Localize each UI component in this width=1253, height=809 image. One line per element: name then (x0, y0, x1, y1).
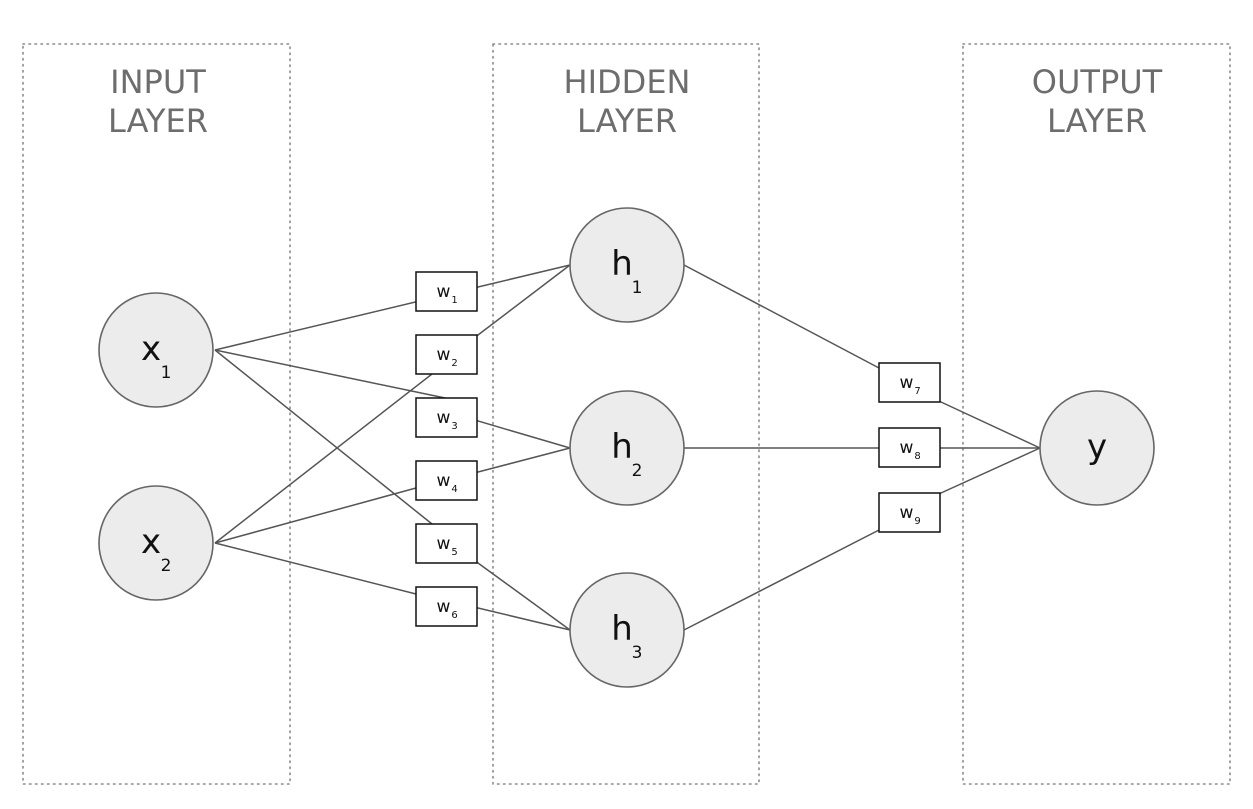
node-circle-h2 (569, 390, 685, 506)
node-circle-x2 (98, 485, 214, 601)
node-x2: x2 (98, 485, 214, 601)
weight-subscript-w9: 9 (914, 516, 920, 527)
node-label-x1: x (141, 329, 161, 369)
edge-x2-h3 (214, 542, 571, 631)
weight-subscript-w7: 7 (914, 386, 920, 397)
node-h1: h1 (569, 207, 685, 323)
node-circle-x1 (98, 292, 214, 408)
weight-subscript-w8: 8 (914, 451, 920, 462)
weight-box-w9 (878, 492, 941, 533)
weight-subscript-w1: 1 (451, 295, 457, 306)
node-label-x2: x (141, 522, 161, 562)
output-layer-title-line1: OUTPUT (1032, 63, 1163, 101)
weight-box-w8 (878, 427, 941, 468)
node-label-y: y (1087, 427, 1107, 467)
input-layer-box (22, 43, 291, 785)
weight-symbol-w5: w (437, 534, 451, 554)
output-layer-box (962, 43, 1231, 785)
edge-x1-h2 (214, 349, 571, 449)
node-label-h3: h (611, 609, 633, 649)
weight-symbol-w4: w (437, 471, 451, 491)
hidden-layer-title-line2: LAYER (577, 102, 677, 140)
node-h3: h3 (569, 572, 685, 688)
weight-subscript-w5: 5 (451, 547, 457, 558)
edge-x1-h1 (214, 264, 571, 351)
node-subscript-x2: 2 (161, 556, 172, 576)
node-label-h1: h (611, 244, 633, 284)
node-subscript-h3: 3 (632, 643, 643, 663)
edge-h3-y (683, 447, 1041, 631)
weight-symbol-w2: w (437, 345, 451, 365)
edge-h1-y (683, 264, 1041, 449)
node-y: y (1039, 390, 1155, 506)
node-h2: h2 (569, 390, 685, 506)
node-subscript-h1: 1 (632, 278, 643, 298)
node-circle-y (1039, 390, 1155, 506)
weight-symbol-w7: w (900, 373, 914, 393)
node-subscript-x1: 1 (161, 363, 172, 383)
edge-x2-h2 (214, 447, 571, 544)
weight-box-w3 (415, 397, 478, 438)
node-x1: x1 (98, 292, 214, 408)
weight-box-w6 (415, 586, 478, 627)
input-layer-title-line1: INPUT (110, 63, 206, 101)
weight-symbol-w3: w (437, 408, 451, 428)
weight-subscript-w6: 6 (451, 610, 457, 621)
node-label-h2: h (611, 427, 633, 467)
weight-symbol-w6: w (437, 597, 451, 617)
input-layer-title-line2: LAYER (108, 102, 208, 140)
node-circle-h1 (569, 207, 685, 323)
weight-box-w1 (415, 271, 478, 312)
weight-symbol-w8: w (900, 438, 914, 458)
weight-box-w4 (415, 460, 478, 501)
hidden-layer-box (492, 43, 760, 785)
weight-subscript-w3: 3 (451, 421, 457, 432)
node-subscript-h2: 2 (632, 461, 643, 481)
weight-subscript-w2: 2 (451, 358, 457, 369)
hidden-layer-title-line1: HIDDEN (564, 63, 691, 101)
node-circle-h3 (569, 572, 685, 688)
edge-x2-h1 (214, 264, 571, 544)
weight-subscript-w4: 4 (451, 484, 457, 495)
weight-box-w5 (415, 523, 478, 564)
weight-box-w7 (878, 362, 941, 403)
weight-symbol-w9: w (900, 503, 914, 523)
weight-box-w2 (415, 334, 478, 375)
output-layer-title-line2: LAYER (1047, 102, 1147, 140)
weight-symbol-w1: w (437, 282, 451, 302)
